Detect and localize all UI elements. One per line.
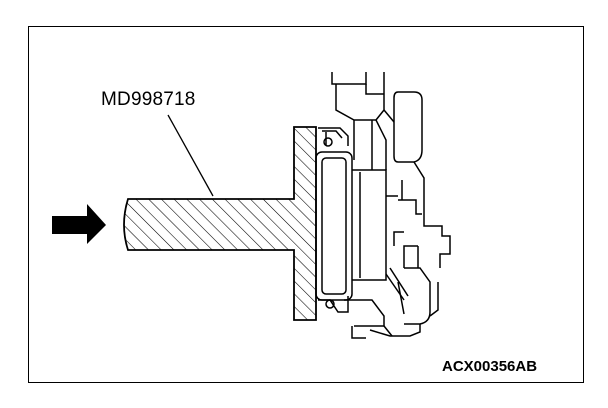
tool-number-label: MD998718	[101, 89, 196, 110]
arrow-right-icon	[52, 204, 106, 244]
housing	[331, 72, 451, 339]
figure-code-label: ACX00356AB	[442, 358, 538, 375]
figure-frame	[28, 26, 584, 383]
leader-line	[167, 114, 214, 197]
bearing-assembly	[315, 127, 409, 327]
special-tool	[123, 126, 317, 321]
